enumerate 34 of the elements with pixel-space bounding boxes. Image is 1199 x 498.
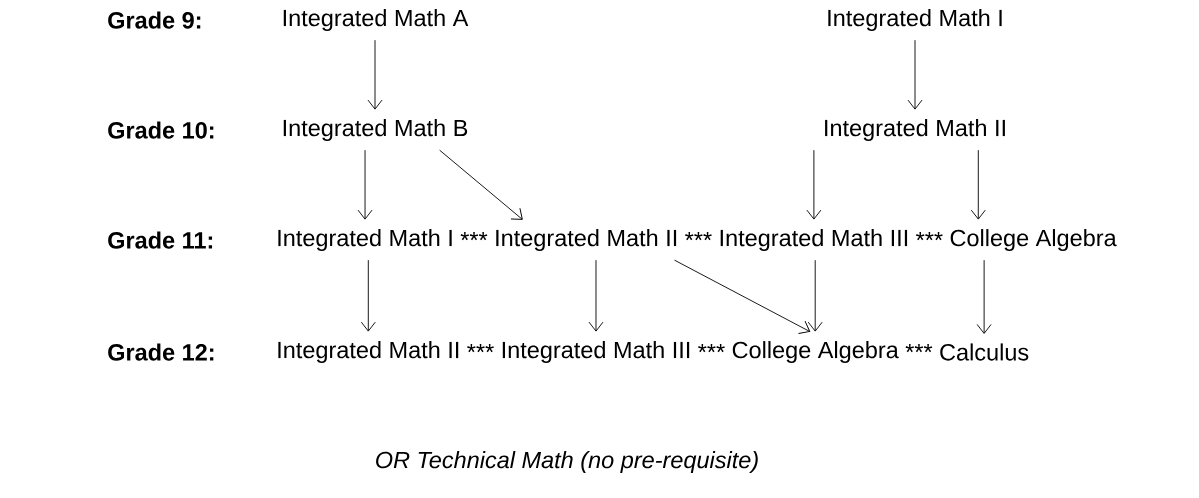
arrow bbox=[439, 149, 523, 220]
separator-text: *** bbox=[467, 343, 494, 353]
course-label: Integrated Math III bbox=[502, 341, 690, 363]
grade-label: Grade 10: bbox=[108, 121, 214, 139]
course-label: College Algebra bbox=[950, 229, 1117, 251]
course-label: Integrated Math B bbox=[283, 119, 468, 141]
arrow bbox=[907, 39, 923, 110]
separator-text: *** bbox=[460, 231, 488, 241]
course-label: College Algebra bbox=[732, 341, 899, 363]
course-label: Integrated Math III bbox=[720, 229, 908, 251]
arrow bbox=[360, 259, 376, 332]
separator-text: *** bbox=[685, 231, 712, 241]
course-label: Integrated Math II bbox=[278, 341, 459, 363]
course-label: Integrated Math A bbox=[283, 9, 469, 31]
course-label: Integrated Math II bbox=[825, 119, 1005, 141]
arrow bbox=[357, 149, 373, 220]
course-label: Integrated Math I bbox=[278, 229, 452, 251]
caption: OR Technical Math (no pre-requisite) bbox=[376, 451, 758, 473]
arrow bbox=[367, 39, 383, 110]
grade-label: Grade 9: bbox=[108, 11, 201, 29]
arrow bbox=[976, 259, 992, 334]
separator-text: *** bbox=[698, 343, 725, 353]
course-label: Calculus bbox=[940, 343, 1029, 361]
course-label: Integrated Math II bbox=[496, 229, 677, 251]
grade-label: Grade 12: bbox=[108, 343, 214, 361]
separator-text: *** bbox=[905, 343, 933, 353]
arrow bbox=[970, 149, 986, 220]
arrow bbox=[807, 259, 823, 332]
arrow bbox=[674, 259, 811, 334]
grade-label: Grade 11: bbox=[108, 231, 213, 249]
separator-text: *** bbox=[916, 231, 943, 241]
arrow bbox=[588, 259, 604, 332]
course-label: Integrated Math I bbox=[828, 9, 1002, 31]
arrow bbox=[806, 149, 822, 220]
